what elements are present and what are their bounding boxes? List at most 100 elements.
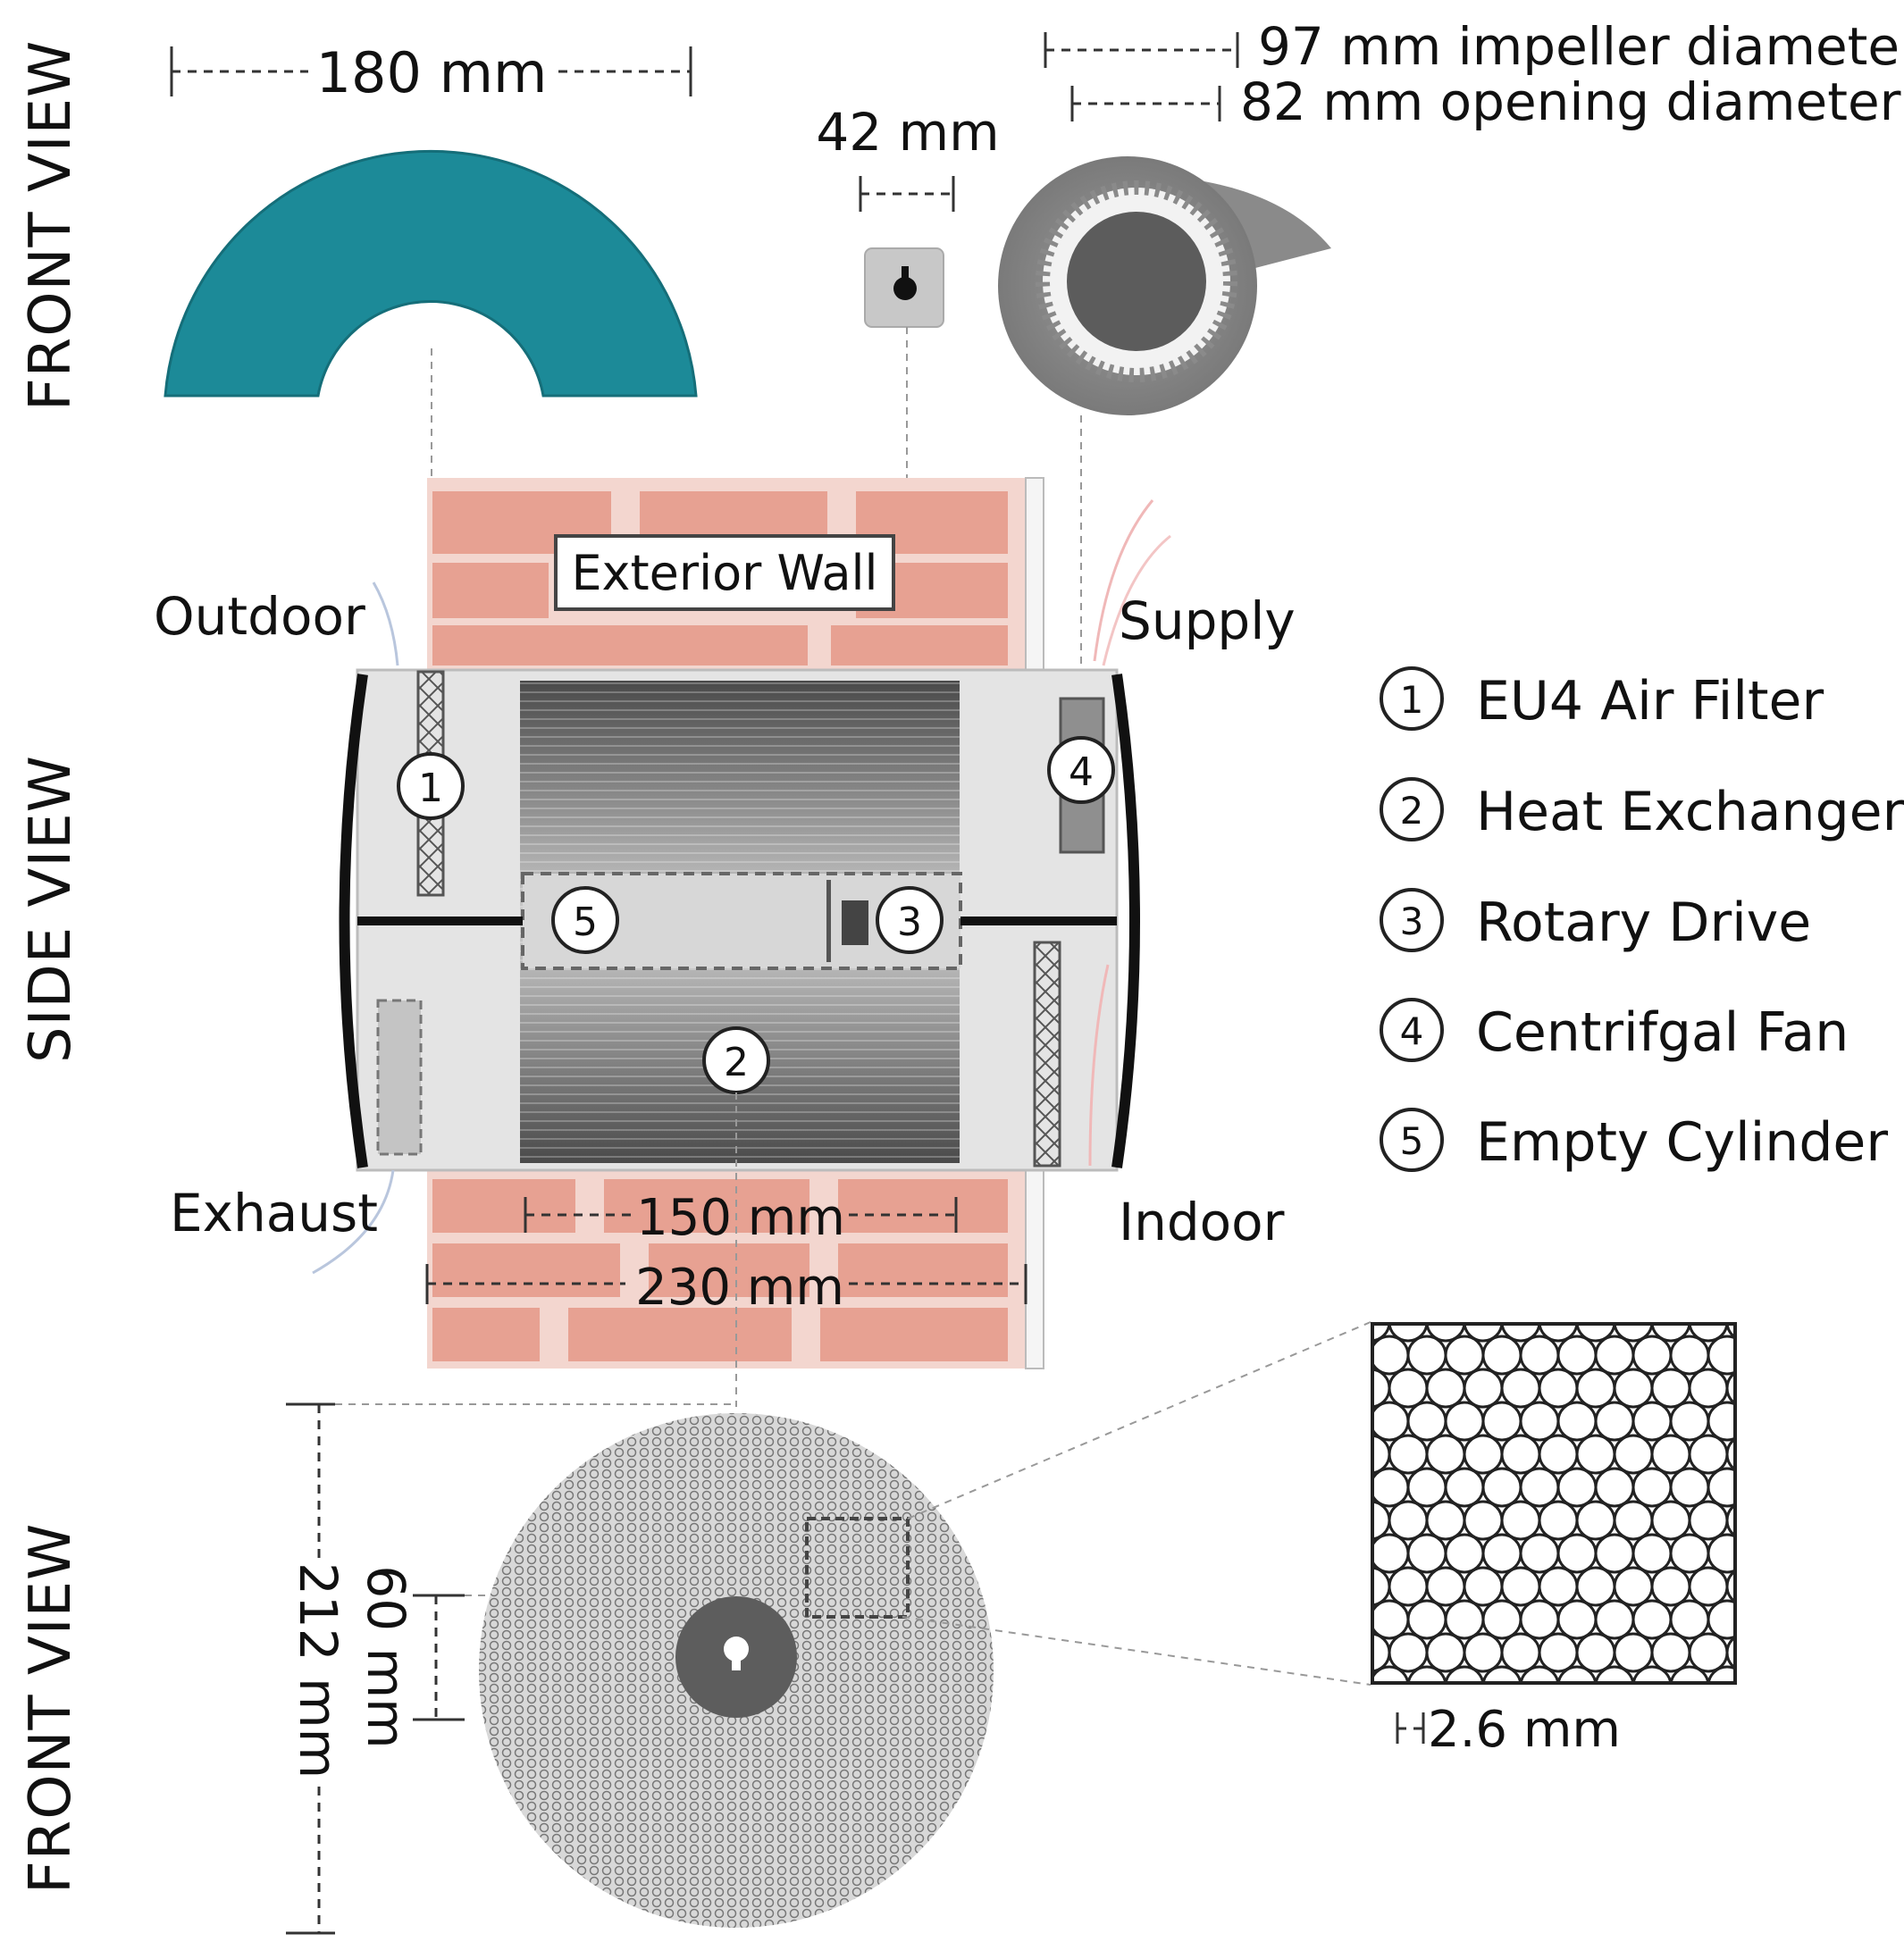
honeycomb-cell	[1425, 1368, 1466, 1409]
honeycomb-cell	[1388, 1632, 1429, 1673]
honeycomb-cell	[1725, 1634, 1737, 1671]
honeycomb-cell	[1463, 1368, 1504, 1409]
exterior-wall-label: Exterior Wall	[571, 545, 877, 601]
honeycomb-cell	[1500, 1500, 1541, 1541]
honeycomb-detail	[1371, 1322, 1737, 1685]
honeycomb-cell	[1406, 1401, 1447, 1442]
honeycomb-cell	[1538, 1632, 1579, 1673]
wall-thickness-label: 230 mm	[635, 1259, 844, 1317]
legend-item-3: 3	[1380, 888, 1444, 952]
honeycomb-cell	[1519, 1599, 1560, 1640]
honeycomb-cell	[1556, 1467, 1598, 1508]
honeycomb-cell	[1650, 1322, 1691, 1343]
honeycomb-cell	[1425, 1566, 1466, 1607]
callout-1: 1	[397, 752, 465, 820]
honeycomb-cell	[1463, 1500, 1504, 1541]
honeycomb-cell	[1425, 1632, 1466, 1673]
honeycomb-cell	[1594, 1599, 1635, 1640]
core-diameter-label: 60 mm	[356, 1565, 416, 1748]
honeycomb-cell	[1707, 1467, 1737, 1508]
view-label-front-bottom: FRONT VIEW	[18, 1523, 84, 1894]
legend-label-3: Rotary Drive	[1476, 891, 1811, 954]
view-label-side: SIDE VIEW	[18, 755, 84, 1063]
honeycomb-cell	[1650, 1632, 1691, 1673]
honeycomb-cell	[1538, 1566, 1579, 1607]
honeycomb-cell	[1538, 1500, 1579, 1541]
svg-text:4: 4	[1069, 749, 1094, 795]
svg-text:1: 1	[1400, 678, 1424, 722]
honeycomb-cell	[1631, 1533, 1673, 1574]
legend-item-4: 4	[1380, 998, 1444, 1062]
honeycomb-cell	[1371, 1533, 1410, 1574]
callout-2: 2	[702, 1026, 770, 1094]
honeycomb-cell	[1575, 1434, 1616, 1475]
honeycomb-cell	[1463, 1566, 1504, 1607]
honeycomb-cell	[1575, 1566, 1616, 1607]
honeycomb-cell	[1444, 1533, 1485, 1574]
honeycomb-cell	[1406, 1335, 1447, 1376]
centrifugal-fan-front-view	[998, 156, 1331, 415]
honeycomb-cell	[1538, 1434, 1579, 1475]
svg-text:5: 5	[573, 900, 598, 945]
honeycomb-cell	[1594, 1335, 1635, 1376]
honeycomb-cell	[1500, 1322, 1541, 1343]
svg-text:2: 2	[1400, 789, 1424, 833]
honeycomb-cell	[1388, 1368, 1429, 1409]
honeycomb-cell	[1500, 1368, 1541, 1409]
honeycomb-cell	[1406, 1467, 1447, 1508]
honeycomb-cell	[1406, 1533, 1447, 1574]
honeycomb-cell	[1707, 1401, 1737, 1442]
indoor-end-cap	[1111, 674, 1140, 1168]
svg-text:2: 2	[724, 1040, 749, 1085]
callout-5: 5	[551, 886, 619, 954]
honeycomb-cell	[1613, 1434, 1654, 1475]
legend-label-1: EU4 Air Filter	[1476, 670, 1824, 732]
legend-label-2: Heat Exchanger	[1476, 781, 1904, 843]
honeycomb-cell	[1613, 1322, 1654, 1343]
hood-width-label: 180 mm	[316, 40, 548, 105]
honeycomb-cell	[1500, 1434, 1541, 1475]
honeycomb-cell	[1444, 1665, 1485, 1685]
airflow-label-indoor: Indoor	[1119, 1192, 1285, 1252]
honeycomb-cell	[1650, 1500, 1691, 1541]
honeycomb-cell	[1594, 1665, 1635, 1685]
honeycomb-cell	[1556, 1599, 1598, 1640]
honeycomb-cell	[1406, 1599, 1447, 1640]
honeycomb-cell	[1556, 1533, 1598, 1574]
wall-thickness-dimension: 230 mm	[425, 1259, 1027, 1317]
honeycomb-cell	[1444, 1335, 1485, 1376]
heat-exchanger-disc	[479, 1413, 994, 1928]
honeycomb-cell	[1519, 1467, 1560, 1508]
honeycomb-cell	[1500, 1566, 1541, 1607]
cell-size-label: 2.6 mm	[1428, 1701, 1621, 1759]
zoom-region	[805, 1517, 910, 1619]
honeycomb-cell	[1481, 1599, 1522, 1640]
honeycomb-cell	[1444, 1467, 1485, 1508]
honeycomb-cell	[1575, 1500, 1616, 1541]
disc-diameter-dimension: 212 mm	[286, 1402, 733, 1935]
honeycomb-cell	[1444, 1401, 1485, 1442]
honeycomb-cell	[1406, 1665, 1447, 1685]
callout-4: 4	[1047, 736, 1115, 804]
honeycomb-cell	[1500, 1632, 1541, 1673]
honeycomb-cell	[1463, 1322, 1504, 1343]
honeycomb-cell	[1725, 1568, 1737, 1605]
honeycomb-cell	[1631, 1665, 1673, 1685]
honeycomb-cell	[1594, 1467, 1635, 1508]
honeycomb-cell	[1725, 1502, 1737, 1539]
legend: 1 EU4 Air Filter 2 Heat Exchanger 3 Rota…	[1380, 666, 1904, 1174]
outdoor-hood-shape	[164, 149, 698, 398]
svg-text:1: 1	[418, 766, 443, 811]
honeycomb-cell	[1650, 1368, 1691, 1409]
honeycomb-cell	[1707, 1599, 1737, 1640]
honeycomb-cell	[1650, 1566, 1691, 1607]
airflow-label-exhaust: Exhaust	[170, 1183, 378, 1243]
legend-item-2: 2	[1380, 777, 1444, 841]
honeycomb-cell	[1650, 1434, 1691, 1475]
air-filter-indoor	[1033, 941, 1061, 1168]
honeycomb-cell	[1613, 1368, 1654, 1409]
honeycomb-cell	[1688, 1566, 1729, 1607]
honeycomb-cell	[1631, 1599, 1673, 1640]
honeycomb-cell	[1575, 1368, 1616, 1409]
